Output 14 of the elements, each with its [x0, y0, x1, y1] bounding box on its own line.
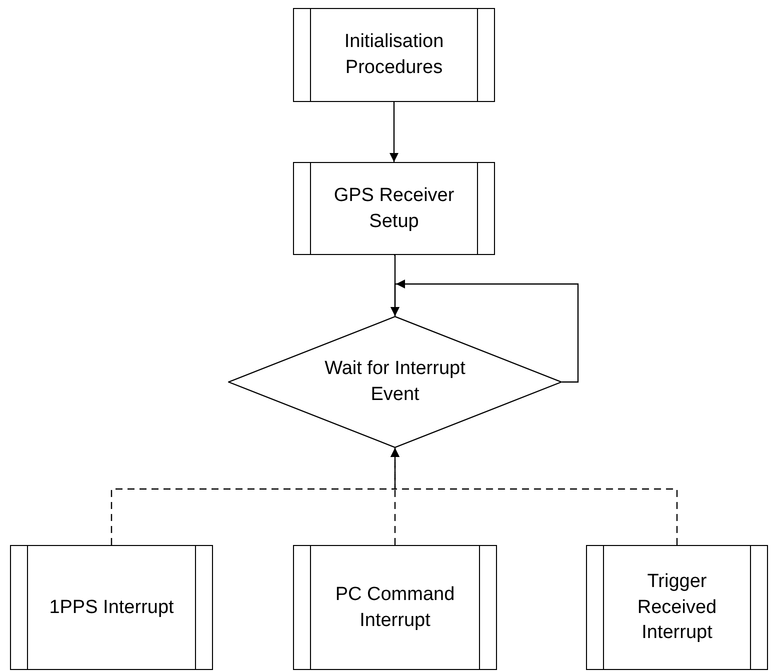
dashed-arrow — [390, 448, 678, 545]
predefined-process-box — [293, 162, 495, 255]
node-label: Trigger Received Interrupt — [636, 570, 718, 646]
node-label: Initialisation Procedures — [343, 30, 445, 80]
node-label: 1PPS Interrupt — [49, 596, 174, 620]
node-label: Wait for Interrupt Event — [324, 357, 466, 407]
predefined-process-box — [293, 8, 495, 102]
predefined-process-box — [293, 545, 497, 670]
predefined-process-box — [10, 545, 213, 670]
decision-diamond — [228, 316, 562, 448]
node-label: GPS Receiver Setup — [332, 184, 456, 234]
arrow — [390, 101, 398, 162]
node-label: PC Command Interrupt — [334, 582, 456, 632]
predefined-process-box — [586, 545, 768, 670]
